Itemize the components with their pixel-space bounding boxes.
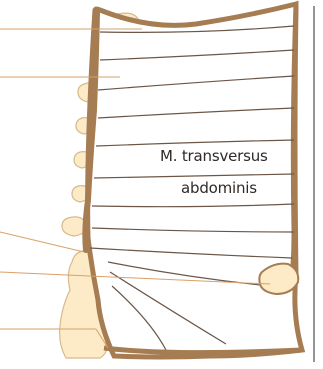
muscle-name-line-2: abdominis <box>181 179 257 197</box>
muscle-name-line-1: M. transversus <box>160 147 268 165</box>
